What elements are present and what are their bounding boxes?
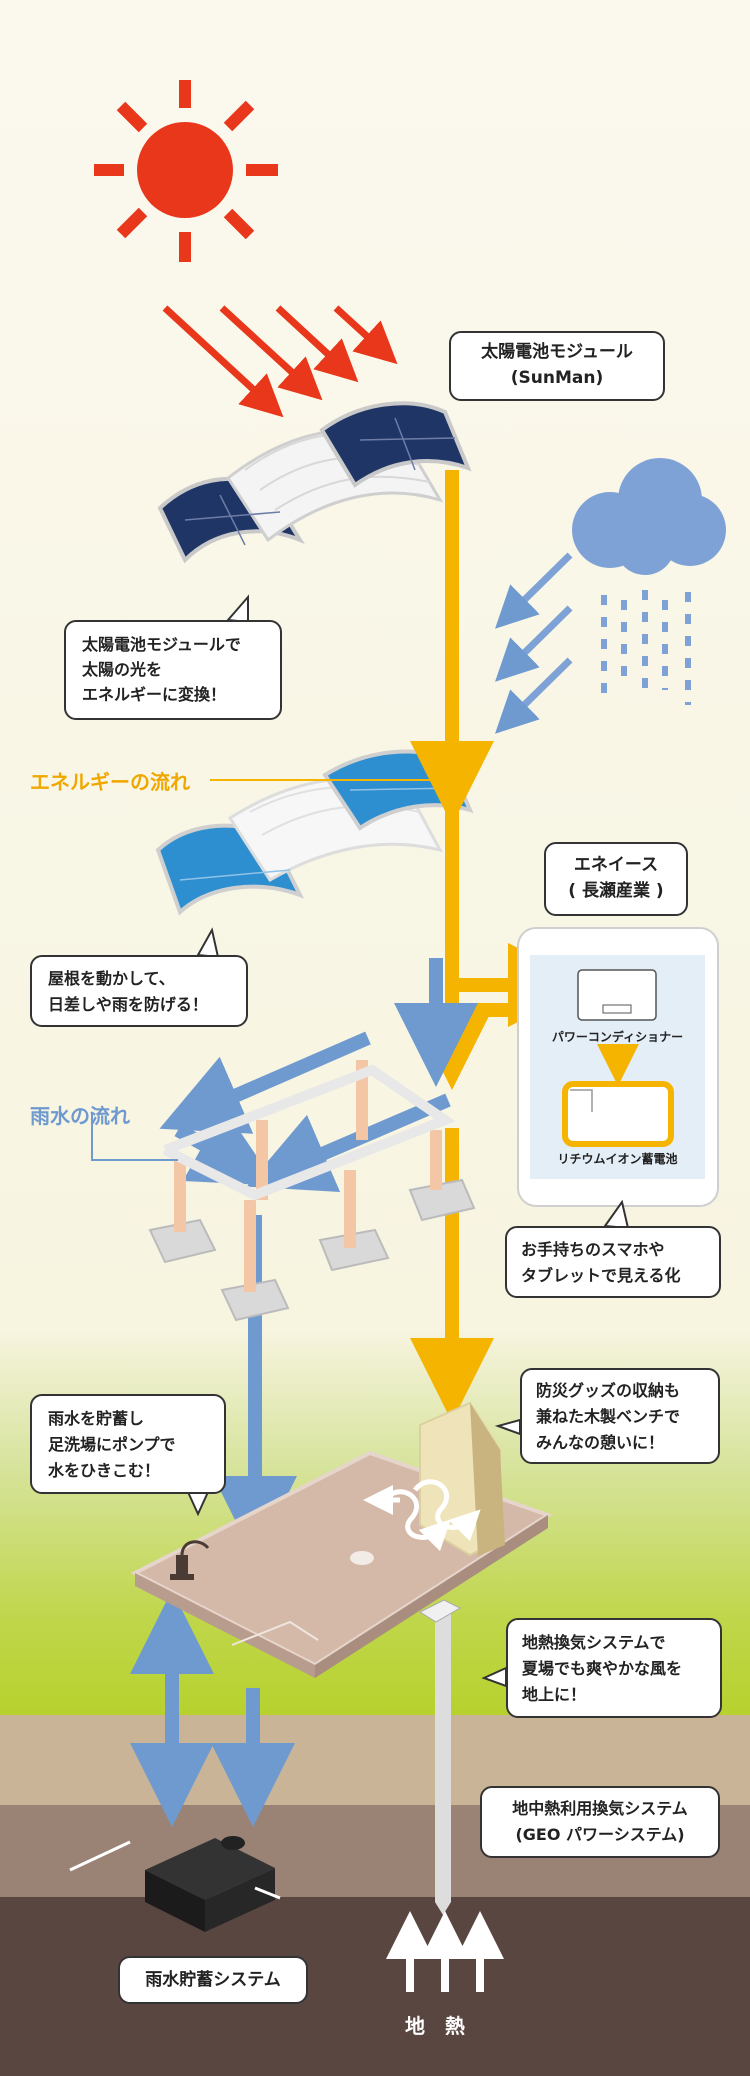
bench-note-line-3: みんなの憩いに！ (536, 1433, 665, 1452)
rain-drops (601, 590, 691, 705)
pump-note-bubble: 雨水を貯蓄し 足洗場にポンプで 水をひきこむ！ (30, 1394, 226, 1494)
rain-storage-box: 雨水貯蓄システム (118, 1956, 308, 2004)
rain-storage-label: 雨水貯蓄システム (145, 1970, 281, 1990)
pump-note-line-1: 雨水を貯蓄し (48, 1409, 145, 1428)
roof-note-line-1: 屋根を動かして、 (48, 969, 175, 988)
water-pump-icon (170, 1540, 210, 1580)
geo-note-line-2: 夏場でも爽やかな風を (522, 1659, 683, 1678)
rain-leader-line (91, 1113, 178, 1161)
bench-note-bubble: 防災グッズの収納も 兼ねた木製ベンチで みんなの憩いに！ (520, 1368, 720, 1464)
rain-storage-tank (69, 1836, 281, 1932)
solar-note-line-3: エネルギーに変換！ (82, 685, 227, 704)
sunlight-arrows (162, 305, 398, 418)
roof-open (155, 749, 474, 916)
eneease-title: エネイース (573, 855, 659, 875)
solar-note-bubble: 太陽電池モジュールで 太陽の光を エネルギーに変換！ (64, 620, 282, 720)
roof-note-line-2: 日差しや雨を防げる！ (48, 995, 208, 1014)
geo-note-line-3: 地上に！ (522, 1685, 587, 1704)
eneease-box: エネイース ( 長瀬産業 ) (544, 842, 688, 916)
rain-flow-label: 雨水の流れ (30, 1104, 130, 1128)
solar-note-line-2: 太陽の光を (82, 660, 163, 679)
energy-flow-label: エネルギーの流れ (30, 770, 190, 794)
solar-module-box: 太陽電池モジュール (SunMan) (449, 331, 665, 401)
pergola-frame (148, 1060, 476, 1322)
geo-system-line-1: 地中熱利用換気システム (512, 1799, 688, 1818)
smartphone-note-line-1: お手持ちのスマホや (521, 1240, 665, 1259)
roof-closed (157, 401, 472, 564)
breeze-arrows (363, 1479, 481, 1552)
geo-system-box: 地中熱利用換気システム (GEO パワーシステム) (480, 1786, 720, 1858)
eneease-company: ( 長瀬産業 ) (568, 881, 664, 901)
geo-system-line-2: (GEO パワーシステム) (515, 1825, 685, 1844)
bench-note-line-1: 防災グッズの収納も (536, 1381, 681, 1400)
smartphone-note-line-2: タブレットで見える化 (521, 1266, 681, 1285)
solar-note-line-1: 太陽電池モジュールで (82, 635, 241, 654)
geo-ventilation-pipe (418, 1599, 462, 1915)
roof-note-bubble: 屋根を動かして、 日差しや雨を防げる！ (30, 955, 248, 1027)
sun-icon (94, 80, 278, 262)
cloud-icon (572, 458, 726, 575)
geo-note-bubble: 地熱換気システムで 夏場でも爽やかな風を 地上に！ (506, 1618, 722, 1718)
geothermal-label: 地 熱 (405, 2014, 465, 2038)
geo-note-line-1: 地熱換気システムで (522, 1633, 666, 1652)
pump-note-line-3: 水をひきこむ！ (48, 1461, 161, 1480)
pump-note-line-2: 足洗場にポンプで (48, 1435, 176, 1454)
smartphone-note-bubble: お手持ちのスマホや タブレットで見える化 (505, 1226, 721, 1298)
lithium-battery-label: リチウムイオン蓄電池 (557, 1152, 678, 1166)
rain-arrows (495, 552, 573, 734)
geothermal-arrows (386, 1911, 504, 1992)
tablet-device (517, 927, 719, 1207)
bench-note-line-2: 兼ねた木製ベンチで (536, 1407, 681, 1426)
solar-module-brand: (SunMan) (510, 368, 604, 388)
solar-module-title: 太陽電池モジュール (481, 342, 633, 362)
power-conditioner-label: パワーコンディショナー (551, 1030, 684, 1044)
